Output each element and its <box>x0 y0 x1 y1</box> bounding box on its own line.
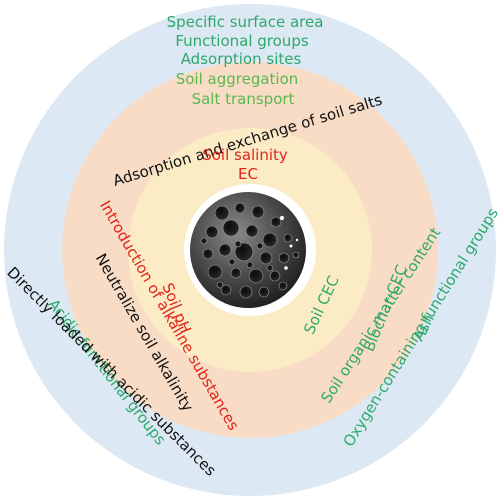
highlight-dot <box>280 216 284 220</box>
pore-mark <box>270 216 282 228</box>
pore-mark <box>207 264 223 280</box>
pore-mark <box>218 243 232 257</box>
pore-mark <box>216 281 224 289</box>
inner-top-line-1: Soil salinity <box>202 146 288 164</box>
pore-mark <box>266 264 274 272</box>
pore-mark <box>234 240 242 248</box>
pore-mark <box>259 251 273 265</box>
pore-mark <box>239 285 253 299</box>
pore-mark <box>246 261 254 269</box>
pore-mark <box>202 248 214 260</box>
pore-mark <box>283 233 293 243</box>
porous-biochar-particle-icon <box>190 192 306 308</box>
highlight-dot <box>289 244 293 248</box>
pore-mark <box>292 251 300 259</box>
pore-mark <box>256 242 264 250</box>
pore-mark <box>234 202 246 214</box>
pore-mark <box>258 286 270 298</box>
pore-mark <box>234 242 254 262</box>
pore-mark <box>214 205 230 221</box>
outer-top-line-1: Specific surface area <box>167 13 324 31</box>
pore-mark <box>230 267 242 279</box>
pore-mark <box>222 219 240 237</box>
pore-mark <box>245 224 259 238</box>
middle-top-line-2: Salt transport <box>192 90 295 108</box>
pore-mark <box>200 237 208 245</box>
pore-mark <box>228 258 236 266</box>
pore-mark <box>220 284 232 296</box>
pore-mark <box>248 268 264 284</box>
middle-top-line-1: Soil aggregation <box>176 70 299 88</box>
pore-mark <box>205 225 219 239</box>
pore-mark <box>278 252 290 264</box>
outer-top-line-3: Adsorption sites <box>181 50 302 68</box>
pore-mark <box>269 270 281 282</box>
pore-mark <box>262 232 278 248</box>
inner-top-line-2: EC <box>238 165 258 183</box>
outer-top-line-2: Functional groups <box>175 32 308 50</box>
highlight-dot <box>284 266 288 270</box>
pore-mark <box>278 281 288 291</box>
pore-mark <box>251 205 265 219</box>
highlight-dot <box>295 238 299 242</box>
